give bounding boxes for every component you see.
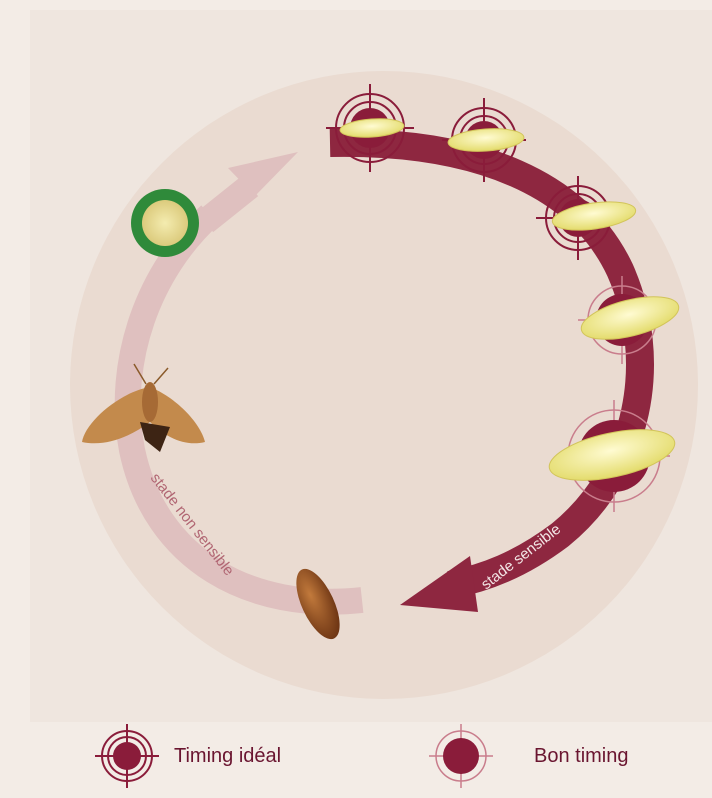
legend-good-label: Bon timing	[534, 745, 629, 768]
legend-ideal-label: Timing idéal	[174, 745, 281, 768]
egg-cluster-icon	[131, 189, 199, 257]
legend-ideal: Timing idéal	[94, 724, 281, 788]
target-good-icon	[428, 723, 494, 789]
legend-good: Bon timing	[428, 724, 629, 788]
cycle-background-circle	[70, 71, 698, 699]
target-ideal-icon	[94, 723, 160, 789]
